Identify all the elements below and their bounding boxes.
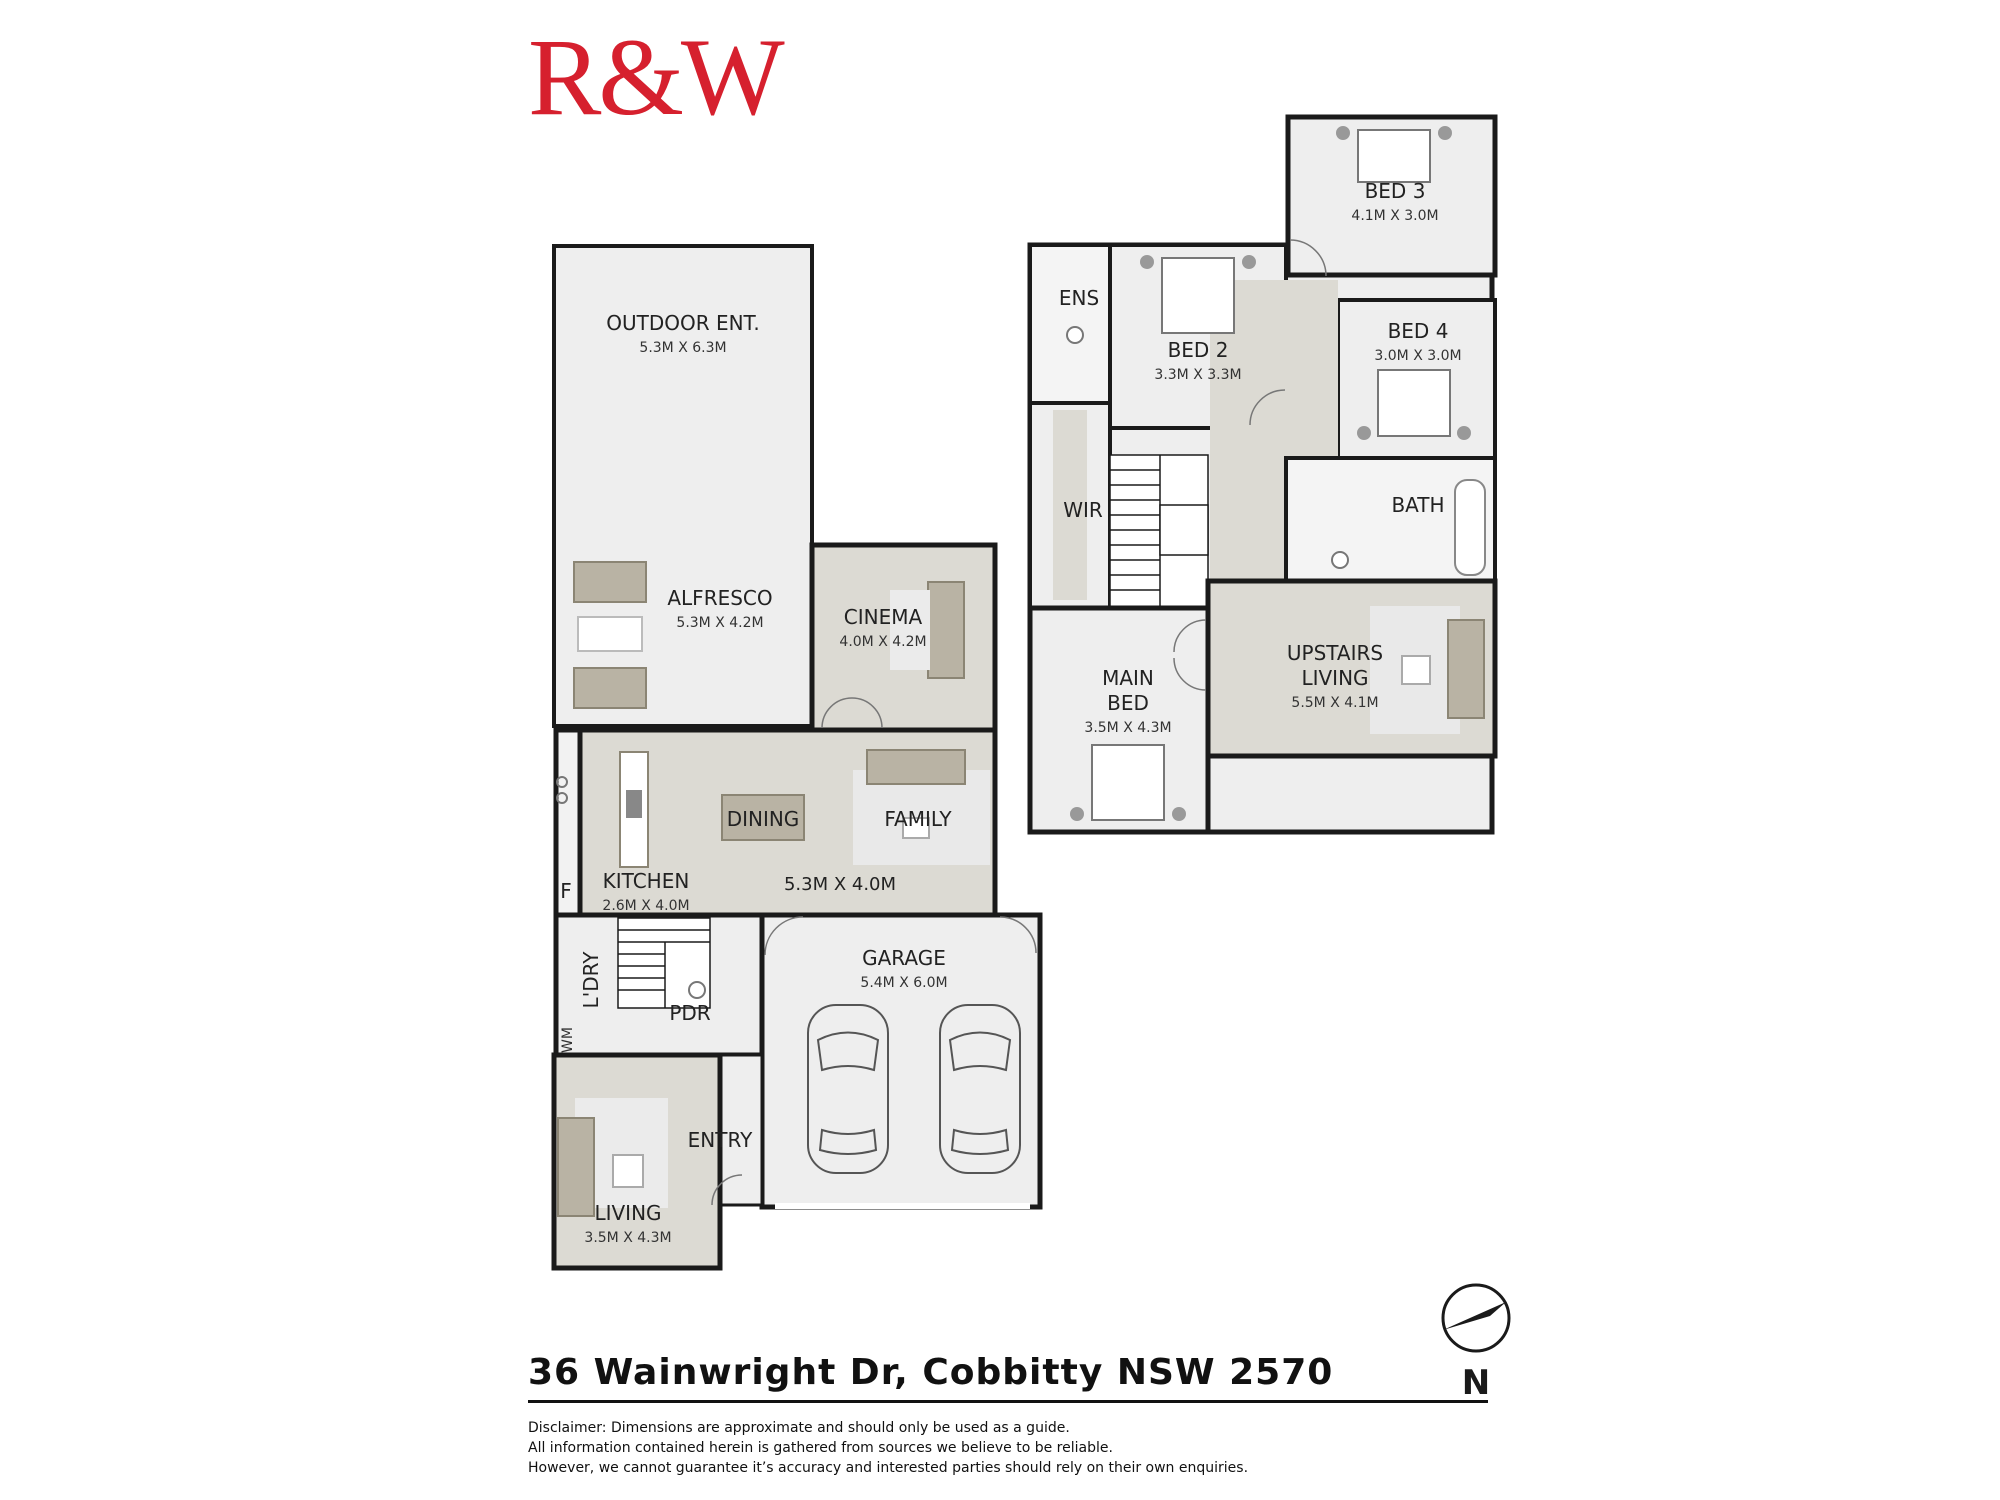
- alfresco-sofa-bottom: [573, 667, 647, 709]
- ens-label: ENS: [1059, 286, 1099, 310]
- living-sofa: [557, 1117, 595, 1217]
- disclaimer-line: However, we cannot guarantee it’s accura…: [528, 1460, 1249, 1476]
- cinema-rug: [890, 590, 930, 670]
- wir-label: WIR: [1063, 498, 1103, 522]
- garage-side-door-swing: [999, 916, 1037, 954]
- upstairs-living-dim: 5.5M X 4.1M: [1291, 695, 1378, 711]
- bed2-dim: 3.3M X 3.3M: [1154, 367, 1241, 383]
- cooktop-burner: [556, 776, 568, 788]
- cinema-double-door: [821, 697, 883, 729]
- kitchen-dim: 2.6M X 4.0M: [602, 898, 689, 914]
- family-sofa: [866, 749, 966, 785]
- main-bed-label-2: BED: [1107, 691, 1149, 715]
- garage-door-swing: [764, 916, 804, 956]
- wm-label: WM: [560, 1027, 576, 1053]
- bed4-dim: 3.0M X 3.0M: [1374, 348, 1461, 364]
- garage-door-opening: [775, 1203, 1030, 1209]
- ensuite-room: [1028, 243, 1112, 405]
- family-dim: 5.3M X 4.0M: [784, 874, 896, 895]
- upstairs-living-sofa: [1447, 619, 1485, 719]
- alfresco-sofa-top: [573, 561, 647, 603]
- compass-ring: [1441, 1283, 1511, 1353]
- property-address: 36 Wainwright Dr, Cobbitty NSW 2570: [528, 1352, 1334, 1393]
- powder-toilet: [688, 981, 706, 999]
- family-coffee-table: [902, 817, 930, 839]
- address-divider: [528, 1400, 1488, 1403]
- fridge-label: F: [560, 879, 572, 903]
- compass: N: [1441, 1283, 1511, 1403]
- bed2-door-swing: [1249, 389, 1286, 426]
- main-bed-double-door: [1173, 619, 1207, 691]
- garage-car-left: [807, 1004, 889, 1174]
- bed3-label: BED 3: [1365, 179, 1426, 203]
- bed4-bed: [1357, 369, 1471, 440]
- garage-label: GARAGE: [862, 946, 946, 970]
- living-label: LIVING: [594, 1201, 661, 1225]
- upstairs-living-label-2: LIVING: [1301, 666, 1368, 690]
- living-coffee-table: [612, 1154, 644, 1188]
- kitchen-label: KITCHEN: [603, 869, 690, 893]
- bed3-dim: 4.1M X 3.0M: [1351, 208, 1438, 224]
- upstairs-living-label-1: UPSTAIRS: [1287, 641, 1383, 665]
- kitchen-sink: [626, 790, 642, 818]
- ensuite-toilet: [1066, 326, 1084, 344]
- brand-logo: R&W: [528, 16, 785, 138]
- disclaimer-line: All information contained herein is gath…: [528, 1440, 1113, 1456]
- bathtub: [1454, 479, 1486, 576]
- first-floor: [1027, 114, 1498, 835]
- dining-table: [721, 794, 805, 841]
- bed2-bed: [1140, 255, 1256, 334]
- garage-dim: 5.4M X 6.0M: [860, 975, 947, 991]
- cinema-label: CINEMA: [844, 605, 923, 629]
- bed3-door-swing: [1289, 239, 1327, 277]
- alfresco-label: ALFRESCO: [667, 586, 772, 610]
- bed4-label: BED 4: [1388, 319, 1449, 343]
- cinema-sofa: [927, 581, 965, 679]
- bath-label: BATH: [1391, 493, 1444, 517]
- cinema-dim: 4.0M X 4.2M: [839, 634, 926, 650]
- entry-label: ENTRY: [688, 1128, 753, 1152]
- compass-needle-icon: [1443, 1302, 1506, 1330]
- disclaimer: Disclaimer: Dimensions are approximate a…: [528, 1418, 1248, 1478]
- cooktop-burner: [556, 792, 568, 804]
- outdoor-ent-dim: 5.3M X 6.3M: [639, 340, 726, 356]
- entry-door-swing: [711, 1174, 743, 1206]
- upper-stairs: [1109, 454, 1209, 616]
- family-label: FAMILY: [884, 807, 952, 831]
- powder-label: PDR: [669, 1001, 710, 1025]
- alfresco-table: [577, 616, 643, 652]
- compass-north-label: N: [1462, 1363, 1490, 1403]
- main-bed-dim: 3.5M X 4.3M: [1084, 720, 1171, 736]
- bed2-label: BED 2: [1168, 338, 1229, 362]
- living-dim: 3.5M X 4.3M: [584, 1230, 671, 1246]
- room-labels: OUTDOOR ENT. 5.3M X 6.3M ALFRESCO 5.3M X…: [560, 179, 1462, 1246]
- bath-toilet: [1331, 551, 1349, 569]
- wir-shelving: [1053, 410, 1087, 600]
- main-bed-label-1: MAIN: [1102, 666, 1154, 690]
- disclaimer-line: Disclaimer: Dimensions are approximate a…: [528, 1420, 1070, 1436]
- alfresco-dim: 5.3M X 4.2M: [676, 615, 763, 631]
- bed3-bed: [1336, 126, 1452, 183]
- laundry-label: L'DRY: [579, 951, 603, 1009]
- dining-label: DINING: [727, 807, 800, 831]
- ground-floor: [551, 244, 1043, 1271]
- garage-car-right: [939, 1004, 1021, 1174]
- upstairs-living-table: [1401, 655, 1431, 685]
- outdoor-ent-label: OUTDOOR ENT.: [606, 311, 760, 335]
- main-bed-bed: [1070, 744, 1186, 821]
